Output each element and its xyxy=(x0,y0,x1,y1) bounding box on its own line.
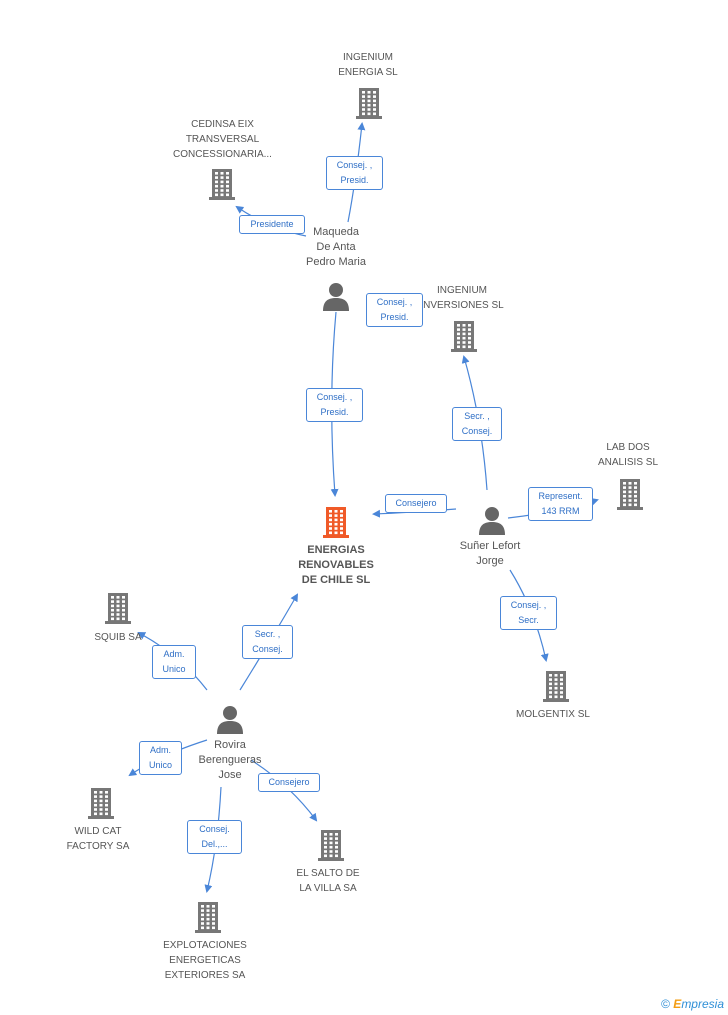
person-icon xyxy=(216,704,244,739)
node-label: LA VILLA SA xyxy=(299,883,357,894)
node-label: ENERGIAS xyxy=(307,544,365,556)
company-node-cedinsa[interactable]: CEDINSA EIX TRANSVERSAL CONCESSIONARIA..… xyxy=(160,117,285,162)
person-icon xyxy=(322,281,350,316)
node-label: Jorge xyxy=(476,555,504,567)
node-label: MOLGENTIX SL xyxy=(516,709,590,720)
company-node-squib[interactable]: SQUIB SA xyxy=(78,630,158,645)
main-company-node-energias[interactable]: ENERGIAS RENOVABLES DE CHILE SL xyxy=(284,543,388,588)
role-badge: Secr. ,Consej. xyxy=(242,625,293,659)
role-badge: Consejero xyxy=(385,494,447,513)
company-node-ingenium-inversiones[interactable]: INGENIUM INVERSIONES SL xyxy=(412,283,512,313)
node-label: ANALISIS SL xyxy=(597,457,659,468)
role-badge: Adm.Unico xyxy=(152,645,196,679)
building-icon xyxy=(86,786,116,825)
building-icon xyxy=(354,86,384,125)
building-icon xyxy=(449,319,479,358)
node-label: RENOVABLES xyxy=(298,559,374,571)
role-badge: Consej. ,Presid. xyxy=(326,156,383,190)
node-label: WILD CAT xyxy=(74,826,122,837)
building-icon xyxy=(541,669,571,708)
node-label: CEDINSA EIX xyxy=(191,119,254,130)
role-badge: Consej. ,Secr. xyxy=(500,596,557,630)
node-label: INGENIUM xyxy=(343,52,393,63)
company-node-explotaciones[interactable]: EXPLOTACIONES ENERGETICAS EXTERIORES SA xyxy=(150,938,260,983)
node-label: LAB DOS xyxy=(606,442,650,453)
company-node-lab-dos[interactable]: LAB DOS ANALISIS SL xyxy=(583,440,673,470)
person-icon xyxy=(478,505,506,540)
node-label: EXPLOTACIONES xyxy=(163,940,247,951)
node-label: EL SALTO DE xyxy=(296,868,360,879)
building-icon xyxy=(193,900,223,939)
role-badge: Consej. ,Presid. xyxy=(306,388,363,422)
company-node-wild-cat[interactable]: WILD CAT FACTORY SA xyxy=(53,824,143,854)
node-label: ENERGETICAS xyxy=(169,955,241,966)
building-icon xyxy=(207,167,237,206)
role-badge: Consejero xyxy=(258,773,320,792)
node-label: FACTORY SA xyxy=(66,841,130,852)
node-label: SQUIB SA xyxy=(94,632,142,643)
role-badge: Consej.Del.,... xyxy=(187,820,242,854)
building-icon xyxy=(321,505,351,544)
role-badge: Adm.Unico xyxy=(139,741,182,775)
role-badge: Secr. ,Consej. xyxy=(452,407,502,441)
building-icon xyxy=(316,828,346,867)
node-label: INGENIUM xyxy=(437,285,487,296)
node-label: Suñer Lefort xyxy=(459,540,521,552)
role-badge: Consej. ,Presid. xyxy=(366,293,423,327)
node-label: INVERSIONES SL xyxy=(420,300,504,311)
node-label: ENERGIA SL xyxy=(338,67,398,78)
node-label: CONCESSIONARIA... xyxy=(173,149,272,160)
node-label: Berengueras xyxy=(198,754,262,766)
node-label: Jose xyxy=(218,769,242,781)
person-node-rovira[interactable]: Rovira Berengueras Jose xyxy=(180,738,280,783)
role-badge: Represent.143 RRM xyxy=(528,487,593,521)
empresia-watermark: © Empresia xyxy=(661,997,724,1011)
company-node-el-salto[interactable]: EL SALTO DE LA VILLA SA xyxy=(283,866,373,896)
node-label: TRANSVERSAL xyxy=(185,134,260,145)
node-label: DE CHILE SL xyxy=(301,574,371,586)
node-label: De Anta xyxy=(316,241,356,253)
role-badge: Presidente xyxy=(239,215,305,234)
building-icon xyxy=(103,591,133,630)
node-label: Maqueda xyxy=(313,226,359,238)
building-icon xyxy=(615,477,645,516)
company-node-ingenium-energia[interactable]: INGENIUM ENERGIA SL xyxy=(318,50,418,80)
node-label: EXTERIORES SA xyxy=(164,970,246,981)
node-label: Rovira xyxy=(214,739,246,751)
person-node-maqueda[interactable]: Maqueda De Anta Pedro Maria xyxy=(286,225,386,270)
company-node-molgentix[interactable]: MOLGENTIX SL xyxy=(503,707,603,722)
person-node-sunyer[interactable]: Suñer Lefort Jorge xyxy=(440,539,540,569)
node-label: Pedro Maria xyxy=(306,256,366,268)
